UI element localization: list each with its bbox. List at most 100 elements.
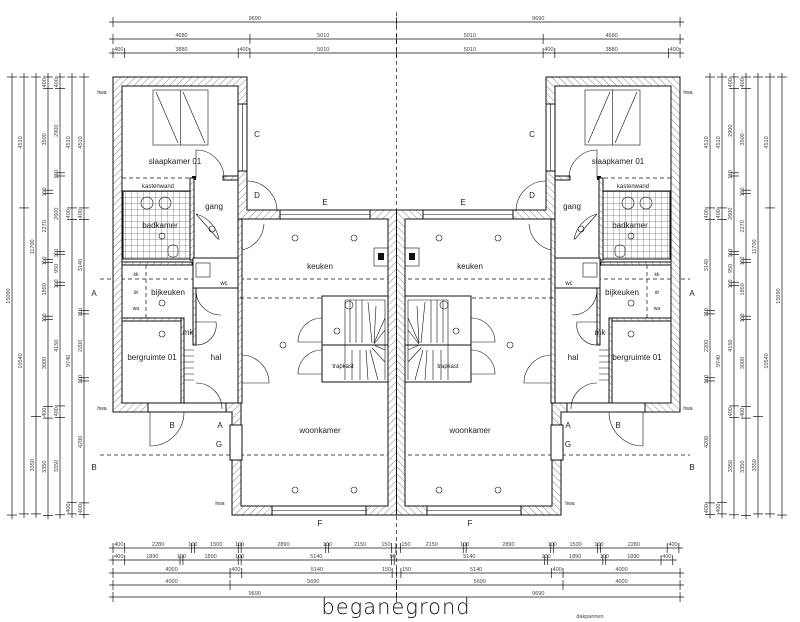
- dimension-value: 4000: [165, 579, 177, 585]
- dimension-value: 1890: [204, 554, 216, 560]
- dimension-value: 2890: [277, 542, 289, 548]
- hwa-label: hwa: [97, 406, 106, 412]
- dimension-value: 950: [54, 264, 60, 273]
- labels-right: slaapkamer 01 kastenwand gang badkamer b…: [437, 90, 695, 528]
- room-label-woonkamer: woonkamer: [298, 426, 341, 435]
- dimension-value: 400: [42, 78, 48, 87]
- drawing-title: beganegrond: [321, 595, 470, 619]
- dimension-value: 100: [600, 554, 609, 560]
- dimension-value: 1890: [627, 554, 639, 560]
- dimension-value: 400: [239, 47, 248, 53]
- dimension-value: 3000: [42, 357, 48, 369]
- room-label-slaapkamer: slaapkamer 01: [592, 157, 645, 166]
- dimension-value: 5140: [310, 554, 322, 560]
- dimension-value: 110: [728, 249, 734, 258]
- dimension-value: 400: [42, 408, 48, 417]
- room-label-wc: wc: [564, 281, 572, 287]
- dimension-value: 2150: [426, 542, 438, 548]
- dimension-value: 1850: [740, 283, 746, 295]
- dimension-value: 2270: [42, 220, 48, 232]
- dimension-value: 2900: [728, 125, 734, 137]
- room-label-badkamer: badkamer: [142, 221, 178, 230]
- dimension-value: 4000: [615, 579, 627, 585]
- marker-c: C: [529, 130, 535, 139]
- dimension-value: 3350: [30, 459, 36, 471]
- room-label-gang: gang: [563, 202, 581, 211]
- dimension-value: 2600: [728, 208, 734, 220]
- room-label-bergruimte: bergruimte 01: [127, 353, 177, 362]
- dimension-value: 400: [716, 209, 722, 218]
- dimension-value: 400: [66, 504, 72, 513]
- marker-c: C: [254, 130, 260, 139]
- dimension-value: 110: [740, 313, 746, 322]
- dimension-value: 10540: [764, 353, 770, 368]
- marker-e: E: [322, 198, 327, 207]
- dimension-value: 110: [740, 187, 746, 196]
- dimension-value: 2280: [628, 542, 640, 548]
- dimension-value: 5690: [307, 579, 319, 585]
- room-label-gang: gang: [205, 202, 223, 211]
- dimension-value: 950: [728, 264, 734, 273]
- dimension-value: 3350: [740, 461, 746, 473]
- room-label-badkamer: badkamer: [612, 221, 648, 230]
- dimension-value: 400: [668, 542, 677, 548]
- dimension-value: 400: [740, 408, 746, 417]
- dimension-value: 4680: [605, 33, 617, 39]
- dimension-value: 3500: [42, 133, 48, 145]
- dimension-value: 100: [323, 542, 332, 548]
- dimension-value: 11700: [30, 239, 36, 254]
- dimension-value: 4510: [66, 136, 72, 148]
- dimension-value: 3350: [42, 461, 48, 473]
- dimension-value: 110: [704, 308, 710, 317]
- dimension-value: 400: [114, 542, 123, 548]
- dimension-value: 90: [390, 554, 396, 560]
- dimension-value: 4510: [764, 136, 770, 148]
- dimension-value: 100: [548, 542, 557, 548]
- marker-f: F: [318, 519, 323, 528]
- hwa-label: hwa: [565, 501, 574, 507]
- section-marker-b: B: [689, 463, 694, 472]
- room-label-bijkeuken: bijkeuken: [151, 288, 185, 297]
- label-dr: dr: [134, 290, 139, 296]
- label-kk: kk: [655, 272, 661, 278]
- dimension-value: 150: [381, 542, 390, 548]
- dimension-value: 400: [728, 78, 734, 87]
- dimension-value: 150: [401, 542, 410, 548]
- dimension-value: 400: [553, 567, 562, 573]
- dimension-value: 2280: [152, 542, 164, 548]
- dimension-value: 110: [704, 375, 710, 384]
- dimension-value: 100: [235, 542, 244, 548]
- marker-a: A: [565, 421, 571, 430]
- marker-b: B: [169, 421, 174, 430]
- dimension-value: 110: [54, 249, 60, 258]
- dimension-value: 1890: [569, 554, 581, 560]
- dimension-value: 3350: [752, 459, 758, 471]
- room-label-keuken: keuken: [307, 262, 333, 271]
- dimension-value: 3140: [704, 259, 710, 271]
- dimension-value: 2200: [78, 340, 84, 352]
- dimension-value: 100: [235, 554, 244, 560]
- dimension-value: 400: [704, 504, 710, 513]
- dimension-value: 400: [54, 407, 60, 416]
- dimension-value: 3000: [740, 357, 746, 369]
- dimension-value: 3140: [78, 259, 84, 271]
- marker-e: E: [460, 198, 465, 207]
- dimension-value: 1890: [146, 554, 158, 560]
- dimension-value: 4000: [615, 567, 627, 573]
- hwa-label: hwa: [683, 406, 692, 412]
- hwa-label: hwa: [683, 90, 692, 96]
- dimension-value: 2600: [54, 208, 60, 220]
- dimension-value: 11700: [752, 239, 758, 254]
- dimension-value: 3500: [740, 133, 746, 145]
- dimension-value: 1850: [42, 283, 48, 295]
- note-dakpannen: dakpannen: [576, 614, 603, 620]
- dimension-value: 5010: [317, 47, 329, 53]
- dimension-value: 2200: [704, 340, 710, 352]
- dimension-value: 400: [78, 209, 84, 218]
- marker-a: A: [217, 421, 223, 430]
- room-label-keuken: keuken: [457, 262, 483, 271]
- dimension-value: 2890: [502, 542, 514, 548]
- dimension-value: 2270: [740, 220, 746, 232]
- label-dr: dr: [655, 290, 660, 296]
